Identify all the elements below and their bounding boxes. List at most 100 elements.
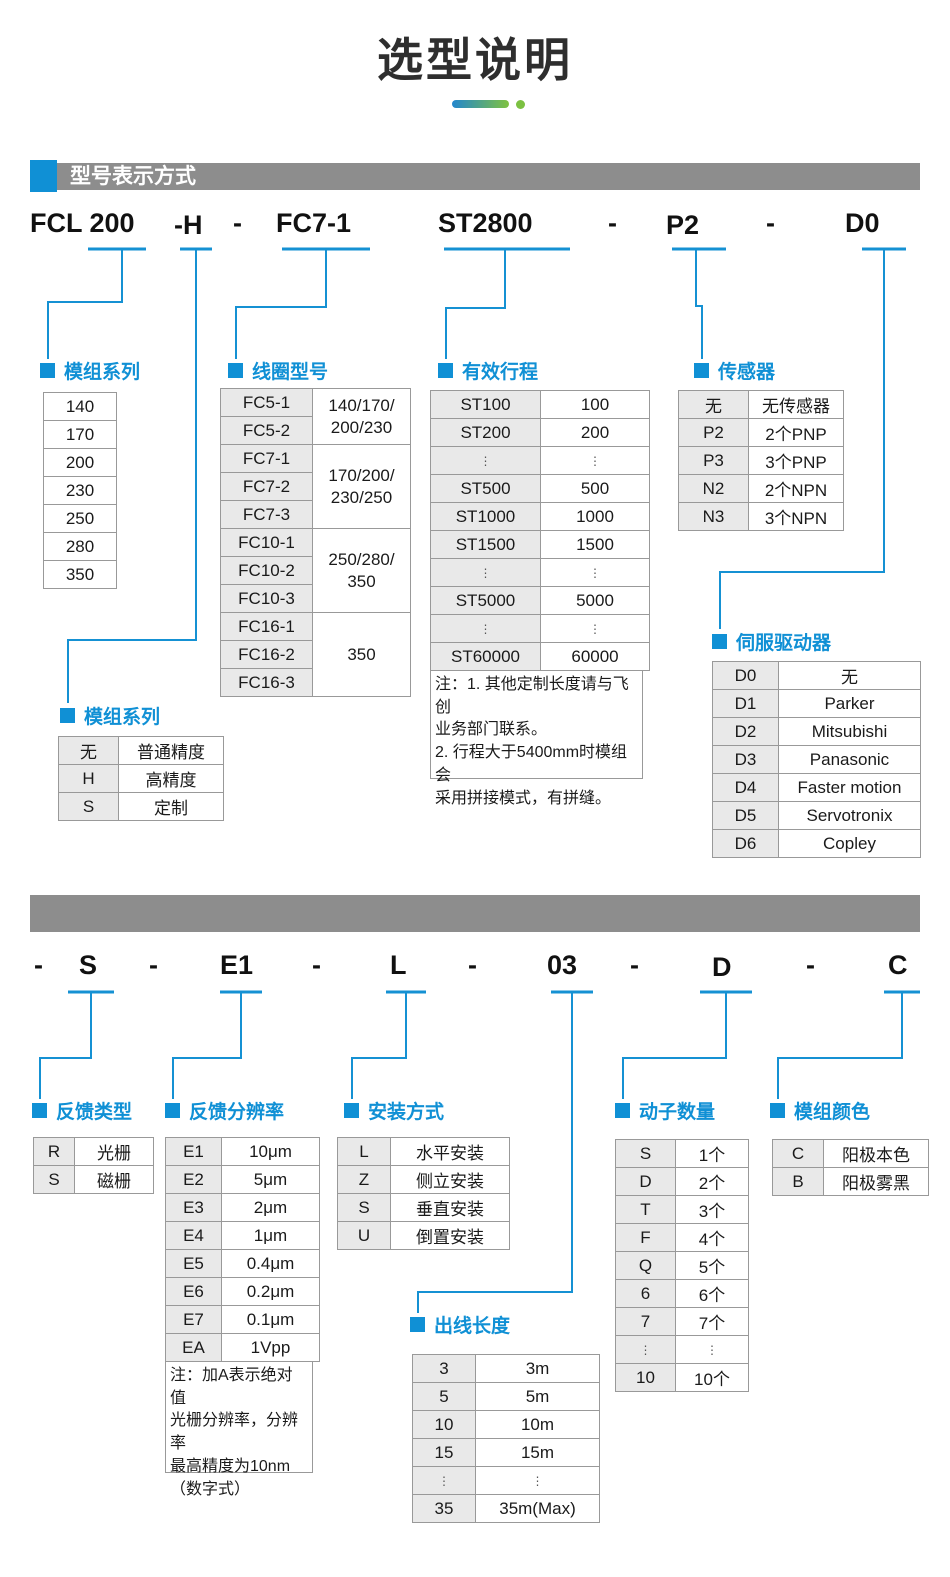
table-cell: D4 bbox=[712, 773, 779, 802]
table-cell: FC7-3 bbox=[220, 500, 313, 529]
table-cell: C bbox=[772, 1139, 824, 1168]
label-square-icon bbox=[228, 363, 243, 378]
table-cell: Faster motion bbox=[778, 773, 921, 802]
table-cell: ⋮ bbox=[615, 1335, 676, 1364]
table-group-cell: 170/200/ 230/250 bbox=[312, 444, 411, 529]
table-cell: 阳极雾黑 bbox=[823, 1167, 929, 1196]
table-cell: 光栅 bbox=[74, 1137, 154, 1166]
section-header-accent-square bbox=[30, 160, 57, 192]
table-cell: 无 bbox=[678, 390, 749, 419]
table-cell: ⋮ bbox=[412, 1466, 476, 1495]
table-cell: F bbox=[615, 1223, 676, 1252]
table-cell: Panasonic bbox=[778, 745, 921, 774]
table-cell: 6个 bbox=[675, 1279, 749, 1308]
table-cell: 5000 bbox=[540, 586, 650, 615]
model-segment-coil: FC7-1 bbox=[276, 208, 352, 238]
table-cell: ST200 bbox=[430, 418, 541, 447]
table-cell: 3个NPN bbox=[748, 502, 844, 531]
model-separator: - bbox=[766, 208, 775, 238]
table-cell: Parker bbox=[778, 689, 921, 718]
model-separator: - bbox=[630, 950, 639, 980]
table-cell: FC16-1 bbox=[220, 612, 313, 641]
table-cell: E5 bbox=[165, 1249, 222, 1278]
table-cell: 3个 bbox=[675, 1195, 749, 1224]
table-cell: D0 bbox=[712, 661, 779, 690]
table-cell: 10 bbox=[412, 1410, 476, 1439]
model-separator: - bbox=[312, 950, 321, 980]
table-cell: E1 bbox=[165, 1137, 222, 1166]
table-cell: ST1000 bbox=[430, 502, 541, 531]
table-cell: D1 bbox=[712, 689, 779, 718]
table-cell: 0.1μm bbox=[221, 1305, 320, 1334]
table-cell: ⋮ bbox=[430, 446, 541, 475]
table-cell: 7个 bbox=[675, 1307, 749, 1336]
table-group-cell: 350 bbox=[312, 612, 411, 697]
model-segment-accuracy: -H bbox=[174, 210, 203, 240]
label-square-icon bbox=[438, 363, 453, 378]
table-cell: ⋮ bbox=[430, 614, 541, 643]
table-cell: D6 bbox=[712, 829, 779, 858]
table-cell: 2个NPN bbox=[748, 474, 844, 503]
table-cell: 磁栅 bbox=[74, 1165, 154, 1194]
label-square-icon bbox=[615, 1103, 630, 1118]
table-cell: FC16-3 bbox=[220, 668, 313, 697]
table-cell: 3 bbox=[412, 1354, 476, 1383]
table-cell: Q bbox=[615, 1251, 676, 1280]
table-cell: ⋮ bbox=[475, 1466, 600, 1495]
table-cell: 6 bbox=[615, 1279, 676, 1308]
table-cell: 5m bbox=[475, 1382, 600, 1411]
table-cell: S bbox=[337, 1193, 391, 1222]
model-separator: - bbox=[34, 950, 43, 980]
table-cell: EA bbox=[165, 1333, 222, 1362]
table-cell: 200 bbox=[540, 418, 650, 447]
label-coil-model: 线圈型号 bbox=[228, 357, 328, 384]
section2-divider-bar bbox=[30, 895, 920, 932]
table-cell: 侧立安装 bbox=[390, 1165, 510, 1194]
table-cell: ⋮ bbox=[540, 614, 650, 643]
table-cell: 280 bbox=[43, 532, 117, 561]
table-cell: 200 bbox=[43, 448, 117, 477]
table-cell: 0.2μm bbox=[221, 1277, 320, 1306]
label-square-icon bbox=[165, 1103, 180, 1118]
label-feedback-resolution: 反馈分辨率 bbox=[165, 1097, 284, 1124]
table-cell: ST60000 bbox=[430, 642, 541, 671]
table-cell: D3 bbox=[712, 745, 779, 774]
table-cell: FC10-3 bbox=[220, 584, 313, 613]
model-segment-color: C bbox=[888, 950, 908, 980]
table-cell: 普通精度 bbox=[118, 736, 224, 765]
table-cell: 140 bbox=[43, 392, 117, 421]
table-cell: Servotronix bbox=[778, 801, 921, 830]
model-separator: - bbox=[468, 950, 477, 980]
table-cell: E7 bbox=[165, 1305, 222, 1334]
table-cell: B bbox=[772, 1167, 824, 1196]
table-cell: ST100 bbox=[430, 390, 541, 419]
table-cell: FC7-2 bbox=[220, 472, 313, 501]
table-cell: 倒置安装 bbox=[390, 1221, 510, 1250]
table-cell: 垂直安装 bbox=[390, 1193, 510, 1222]
table-cell: 15m bbox=[475, 1438, 600, 1467]
label-servo-driver: 伺服驱动器 bbox=[712, 628, 831, 655]
table-cell: 无 bbox=[778, 661, 921, 690]
table-cell: U bbox=[337, 1221, 391, 1250]
table-cell: 250 bbox=[43, 504, 117, 533]
label-square-icon bbox=[410, 1317, 425, 1332]
label-sensor: 传感器 bbox=[694, 357, 775, 384]
label-square-icon bbox=[60, 708, 75, 723]
table-cell: Z bbox=[337, 1165, 391, 1194]
table-cell: 高精度 bbox=[118, 764, 224, 793]
table-cell: S bbox=[33, 1165, 75, 1194]
table-cell: 15 bbox=[412, 1438, 476, 1467]
table-cell: 10μm bbox=[221, 1137, 320, 1166]
label-square-icon bbox=[712, 634, 727, 649]
label-accuracy-series: 模组系列 bbox=[60, 702, 160, 729]
label-cable-length: 出线长度 bbox=[410, 1311, 510, 1338]
table-cell: 1500 bbox=[540, 530, 650, 559]
